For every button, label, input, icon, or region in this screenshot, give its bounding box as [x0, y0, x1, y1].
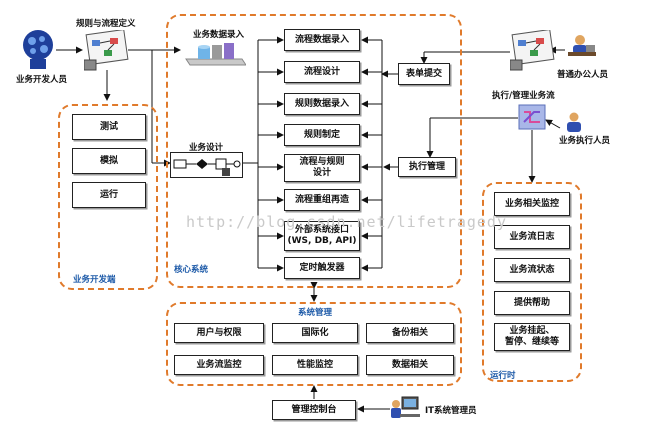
- runtime-item-suspend: 业务挂起、 暂停、继续等: [494, 323, 570, 351]
- core-item-flow-data-entry: 流程数据录入: [284, 29, 360, 51]
- core-item-flow-reengineering: 流程重组再造: [284, 189, 360, 211]
- watermark-text: http://blog.csdn.net/lifetragedy: [186, 213, 507, 231]
- region-runtime: [482, 182, 582, 382]
- region-business-dev: [58, 104, 158, 290]
- developer-head-icon: [18, 27, 58, 75]
- flow-diagram-icon: [170, 152, 244, 182]
- sysmgmt-item-perf-monitor: 性能监控: [272, 355, 358, 375]
- sysmgmt-item-flow-monitor: 业务流监控: [174, 355, 264, 375]
- label-exec-mgmt-flow: 执行/管理业务流: [492, 91, 555, 101]
- core-item-rule-making: 规则制定: [284, 124, 360, 146]
- region-label-system-mgmt: 系统管理: [298, 308, 333, 318]
- database-icon: [184, 41, 247, 71]
- dev-item-run: 运行: [72, 182, 146, 208]
- region-core-system: [166, 14, 462, 288]
- runtime-item-biz-monitor: 业务相关监控: [494, 192, 570, 216]
- exec-mgmt-box: 执行管理: [398, 157, 456, 177]
- business-flow-icon: [518, 104, 546, 134]
- region-label-runtime: 运行时: [490, 371, 516, 381]
- runtime-item-flow-status: 业务流状态: [494, 258, 570, 282]
- form-submit-box: 表单提交: [398, 63, 450, 85]
- region-label-core-system: 核心系统: [174, 265, 209, 275]
- flow-chart-icon: [83, 28, 130, 76]
- runtime-item-help: 提供帮助: [494, 291, 570, 315]
- core-item-rule-data-entry: 规则数据录入: [284, 93, 360, 115]
- actor-it-admin: IT系统管理员: [425, 406, 477, 416]
- label-biz-data-entry: 业务数据录入: [193, 30, 245, 40]
- core-item-flow-design: 流程设计: [284, 61, 360, 83]
- actor-developer: 业务开发人员: [16, 75, 68, 85]
- sysmgmt-item-users: 用户与权限: [174, 323, 264, 343]
- actor-office-worker: 普通办公人员: [557, 70, 609, 80]
- core-item-flow-rule-design: 流程与规则 设计: [284, 154, 360, 182]
- dev-item-simulate: 模拟: [72, 148, 146, 174]
- office-worker-icon: [566, 34, 598, 66]
- label-biz-design: 业务设计: [189, 143, 224, 153]
- core-item-timer-trigger: 定时触发器: [284, 257, 360, 279]
- region-system-mgmt: [166, 302, 462, 386]
- dev-item-test: 测试: [72, 114, 146, 140]
- mgmt-console-box: 管理控制台: [272, 400, 356, 420]
- runtime-item-flow-log: 业务流日志: [494, 225, 570, 249]
- sysmgmt-item-data: 数据相关: [366, 355, 454, 375]
- it-admin-computer-icon: [390, 396, 422, 426]
- core-item-external-interface: 外部系统接口 (WS, DB, API): [284, 221, 360, 251]
- sysmgmt-item-i18n: 国际化: [272, 323, 358, 343]
- label-rule-flow-def: 规则与流程定义: [76, 19, 136, 29]
- actor-executor: 业务执行人员: [559, 136, 611, 146]
- executor-person-icon: [562, 112, 588, 138]
- office-flow-chart-icon: [509, 28, 556, 76]
- sysmgmt-item-backup: 备份相关: [366, 323, 454, 343]
- region-label-business-dev: 业务开发端: [73, 275, 116, 285]
